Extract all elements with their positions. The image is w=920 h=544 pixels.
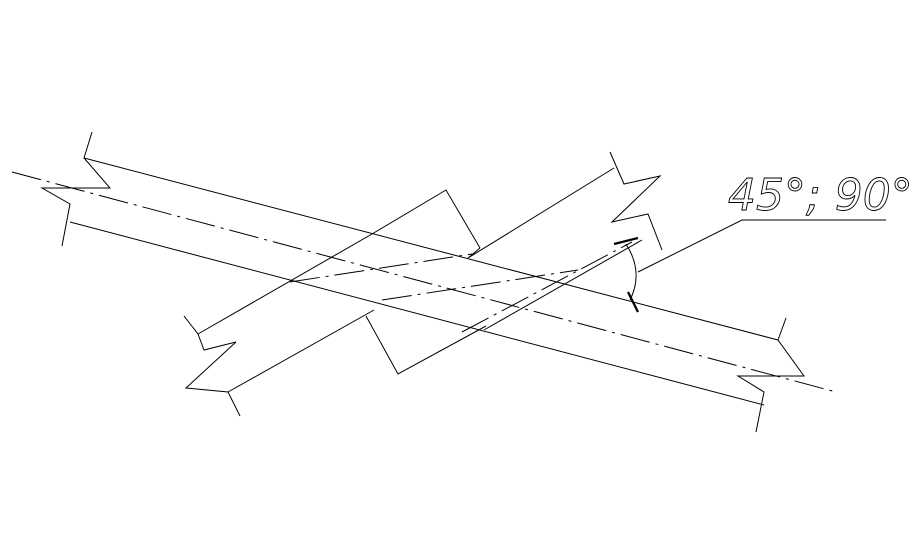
cross-beam-hidden-center [461, 241, 633, 333]
angle-arc [625, 243, 637, 301]
main-beam-top-edge [83, 157, 779, 341]
connection-plate-top [371, 189, 481, 249]
angle-tick-bottom [627, 291, 639, 313]
main-beam-centerline [11, 171, 837, 393]
cross-beam [183, 151, 663, 417]
cross-beam-lower-edge [227, 309, 375, 393]
cross-beam-hidden-lower [381, 269, 579, 301]
angle-dimension: 45°; 90° [613, 170, 913, 313]
main-beam-bottom-edge [69, 221, 765, 406]
main-beam-right-break [736, 317, 805, 433]
cross-beam-right-break [609, 151, 663, 251]
cross-beam-left-break [183, 315, 241, 417]
main-beam-left-break [40, 131, 112, 247]
cross-beam-upper-edge-right [467, 167, 615, 259]
angle-leader-line [637, 219, 886, 273]
cross-beam-upper-edge [197, 233, 373, 335]
angle-tick-top [613, 236, 639, 246]
cross-beam-hidden-upper [289, 253, 473, 283]
angle-label: 45°; 90° [728, 170, 913, 221]
connection-plate-bottom [365, 315, 487, 375]
main-beam [11, 131, 837, 433]
cross-beam-lower-edge-right [483, 239, 643, 331]
